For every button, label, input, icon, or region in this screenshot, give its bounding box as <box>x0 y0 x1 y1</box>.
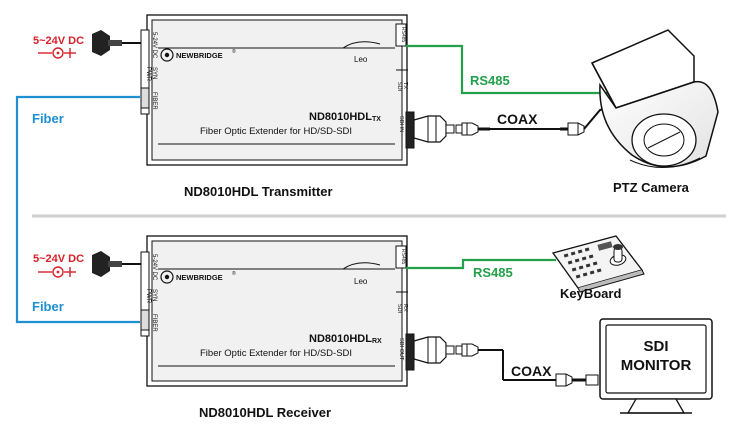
fiber-label-top: Fiber <box>32 111 64 126</box>
coax-label-top: COAX <box>497 111 538 127</box>
tx-port-syn: SYN <box>151 67 157 79</box>
tx-port-fiber: FIBER <box>151 92 157 110</box>
tx-series: Leo <box>354 55 368 64</box>
rx-port-rs485: RS485 <box>400 249 406 265</box>
keyboard-label: KeyBoard <box>560 286 621 301</box>
rx-brand: NEWBRIDGE <box>176 273 223 282</box>
tx-description: Fiber Optic Extender for HD/SD-SDI <box>200 126 352 137</box>
monitor-label-line1: SDI <box>643 338 668 355</box>
rx-port-power: 5-24V DC <box>151 254 157 281</box>
tx-brand-logo-icon <box>160 48 174 62</box>
power-adapter-top: 5~24V DC <box>33 30 142 59</box>
rs485-label-top: RS485 <box>470 73 510 88</box>
tx-port-sdi: SDI IN <box>398 116 404 132</box>
rx-brand-logo-icon <box>160 270 174 284</box>
ptz-camera-icon <box>590 29 719 169</box>
rx-port-fiber: FIBER <box>151 314 157 332</box>
rs485-cable-top <box>406 44 612 95</box>
rx-series: Leo <box>354 277 368 286</box>
fiber-cable <box>15 95 140 324</box>
rx-port-sdi-b: RX <box>402 304 408 312</box>
power-label-bottom: 5~24V DC <box>33 253 84 265</box>
transmitter-caption: ND8010HDL Transmitter <box>184 184 333 199</box>
receiver-device: 5-24V DC SYN PWR FIBER NEWBRIDGE ® Leo N… <box>140 235 455 387</box>
tx-port-sdi-b: TX <box>402 82 408 89</box>
rs485-cable-bottom <box>406 258 556 270</box>
coax-cable-top <box>455 103 619 136</box>
tx-port-sdi-a: SDI <box>396 82 402 92</box>
coax-cable-bottom <box>455 343 599 387</box>
power-adapter-bottom: 5~24V DC <box>33 251 142 278</box>
keyboard-icon <box>551 235 645 293</box>
rx-port-pwr: PWR <box>145 289 151 304</box>
rx-description: Fiber Optic Extender for HD/SD-SDI <box>200 348 352 359</box>
fiber-label-bottom: Fiber <box>32 299 64 314</box>
tx-port-power: 5-24V DC <box>151 32 157 59</box>
transmitter-device: 5-24V DC SYN PWR FIBER NEWBRIDGE ® Leo N… <box>140 14 455 166</box>
coax-label-bottom: COAX <box>511 363 552 379</box>
power-label-top: 5~24V DC <box>33 35 84 47</box>
rs485-label-bottom: RS485 <box>473 265 513 280</box>
receiver-caption: ND8010HDL Receiver <box>199 405 331 420</box>
monitor-label-line2: MONITOR <box>621 357 692 374</box>
rx-model: ND8010HDLRX <box>309 333 382 345</box>
rx-port-sdi: SDI OUT <box>398 338 404 361</box>
rx-port-sdi-a: SDI <box>396 304 402 314</box>
camera-label: PTZ Camera <box>613 180 690 195</box>
tx-brand: NEWBRIDGE <box>176 51 223 60</box>
tx-brand-mark: ® <box>232 48 236 55</box>
tx-port-rs485: RS485 <box>400 27 406 43</box>
tx-model: ND8010HDLTX <box>309 111 381 123</box>
tx-port-pwr: PWR <box>145 67 151 82</box>
rx-brand-mark: ® <box>232 270 236 277</box>
monitor-icon <box>599 318 713 414</box>
rx-port-syn: SYN <box>151 289 157 301</box>
